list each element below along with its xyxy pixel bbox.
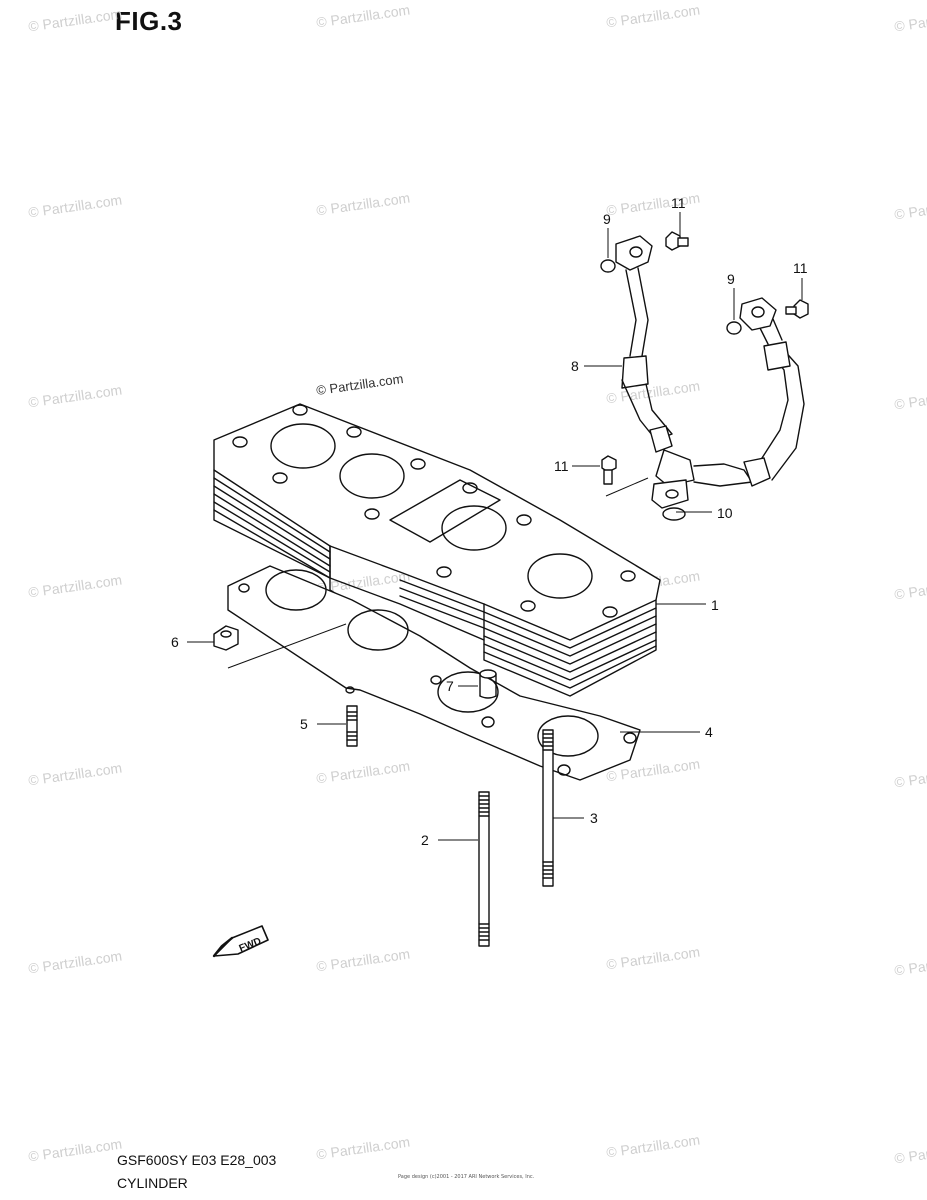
- nut: [213, 625, 239, 651]
- leader-lines: [187, 212, 803, 841]
- callout-11: 11: [793, 260, 808, 276]
- callout-11: 11: [671, 195, 686, 211]
- callout-7: 7: [446, 678, 454, 694]
- dowel-pin: [479, 669, 497, 699]
- callout-3: 3: [590, 810, 598, 826]
- callout-6: 6: [171, 634, 179, 650]
- callout-4: 4: [705, 724, 713, 740]
- callout-11: 11: [554, 458, 569, 474]
- oil-pipe: [615, 235, 805, 509]
- fine-print: Page design (c)2001 - 2017 ARI Network S…: [398, 1174, 535, 1180]
- gasket-washer: [600, 259, 616, 273]
- stud-medium: [542, 729, 554, 887]
- callout-2: 2: [421, 832, 429, 848]
- cylinder-gasket: [227, 565, 641, 781]
- callout-9: 9: [727, 271, 735, 287]
- callout-9: 9: [603, 211, 611, 227]
- bolt: [601, 455, 617, 485]
- gasket-washer: [662, 507, 686, 521]
- callout-1: 1: [711, 597, 719, 613]
- stud-long: [478, 791, 490, 947]
- bolt: [665, 231, 689, 251]
- callout-5: 5: [300, 716, 308, 732]
- callout-8: 8: [571, 358, 579, 374]
- figure-title: FIG.3: [115, 6, 183, 36]
- gasket-washer: [726, 321, 742, 335]
- cylinder-block: [213, 403, 661, 697]
- stud-short: [346, 705, 358, 747]
- section-name-label: CYLINDER: [117, 1175, 188, 1191]
- model-code-label: GSF600SY E03 E28_003: [117, 1152, 277, 1168]
- bolt: [785, 299, 809, 319]
- callout-10: 10: [717, 505, 733, 521]
- fwd-arrow-icon: [212, 925, 269, 958]
